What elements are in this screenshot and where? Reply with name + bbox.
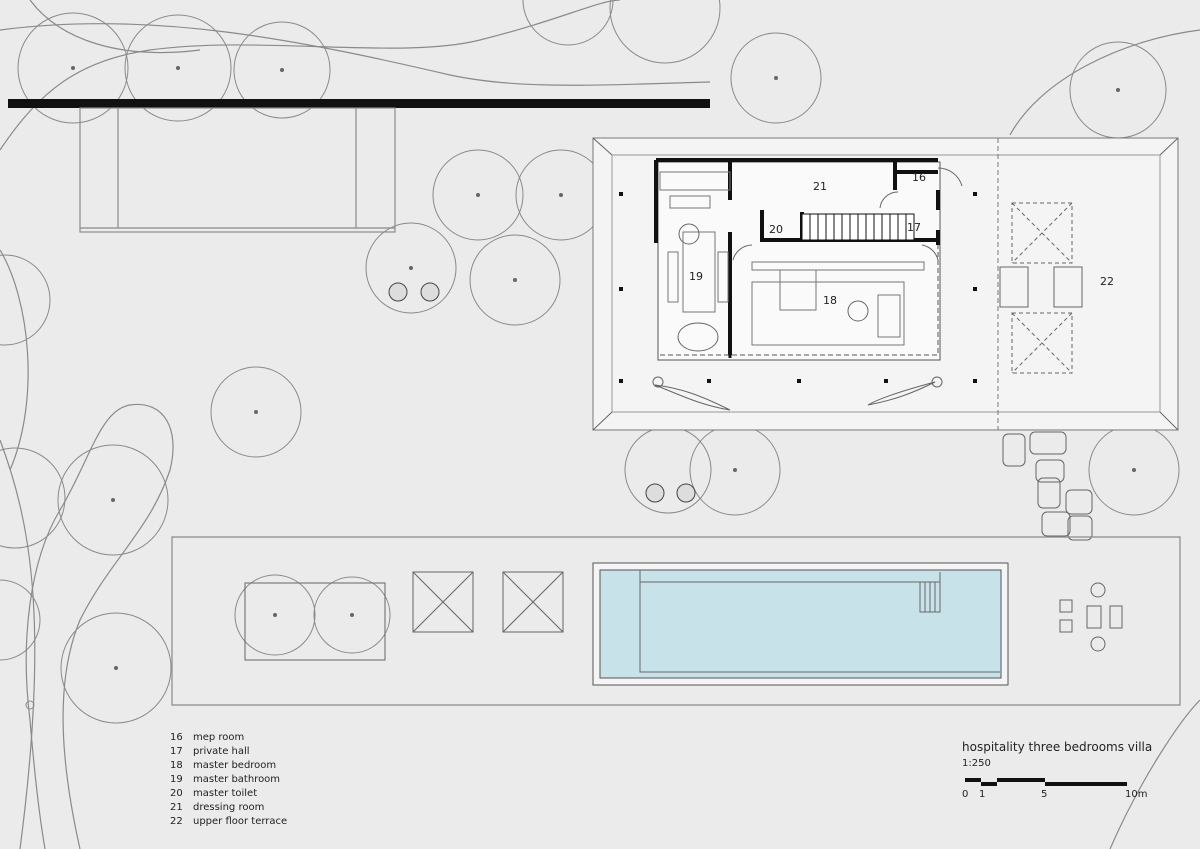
- drawing-scale: 1:250: [962, 758, 991, 769]
- legend: 16 mep room 17 private hall 18 master be…: [170, 732, 287, 827]
- room-label-22: 22: [1100, 275, 1114, 288]
- room-label-19: 19: [689, 270, 703, 283]
- legend-num: 16: [170, 732, 183, 743]
- pergola: [8, 99, 710, 233]
- room-label-21: 21: [813, 180, 827, 193]
- pool: [599, 569, 1002, 679]
- legend-num: 20: [170, 788, 183, 799]
- outdoor-furniture: [1059, 582, 1123, 652]
- legend-num: 19: [170, 774, 183, 785]
- drawing-title: hospitality three bedrooms villa: [962, 740, 1152, 754]
- scale-tick-1: 1: [979, 789, 985, 800]
- title-block: hospitality three bedrooms villa 1:250 0…: [962, 740, 1152, 800]
- stepping-stones: [1002, 431, 1093, 541]
- house: 21 16 17 20 19 18 22: [592, 137, 1179, 431]
- legend-name: master bedroom: [193, 760, 276, 771]
- legend-num: 18: [170, 760, 183, 771]
- scale-bar: [965, 778, 1127, 786]
- legend-name: dressing room: [193, 802, 264, 813]
- legend-num: 22: [170, 816, 183, 827]
- legend-num: 17: [170, 746, 183, 757]
- room-label-20: 20: [769, 223, 783, 236]
- room-label-18: 18: [823, 294, 837, 307]
- legend-name: mep room: [193, 732, 244, 743]
- legend-name: private hall: [193, 746, 250, 757]
- scale-tick-0: 0: [962, 789, 968, 800]
- scale-tick-10: 10m: [1125, 789, 1147, 800]
- legend-name: master bathroom: [193, 774, 280, 785]
- legend-num: 21: [170, 802, 183, 813]
- scale-tick-5: 5: [1041, 789, 1047, 800]
- legend-name: upper floor terrace: [193, 816, 287, 827]
- room-label-17: 17: [907, 221, 921, 234]
- pool-deck: [171, 536, 1181, 706]
- legend-name: master toilet: [193, 788, 257, 799]
- room-label-16: 16: [912, 171, 926, 184]
